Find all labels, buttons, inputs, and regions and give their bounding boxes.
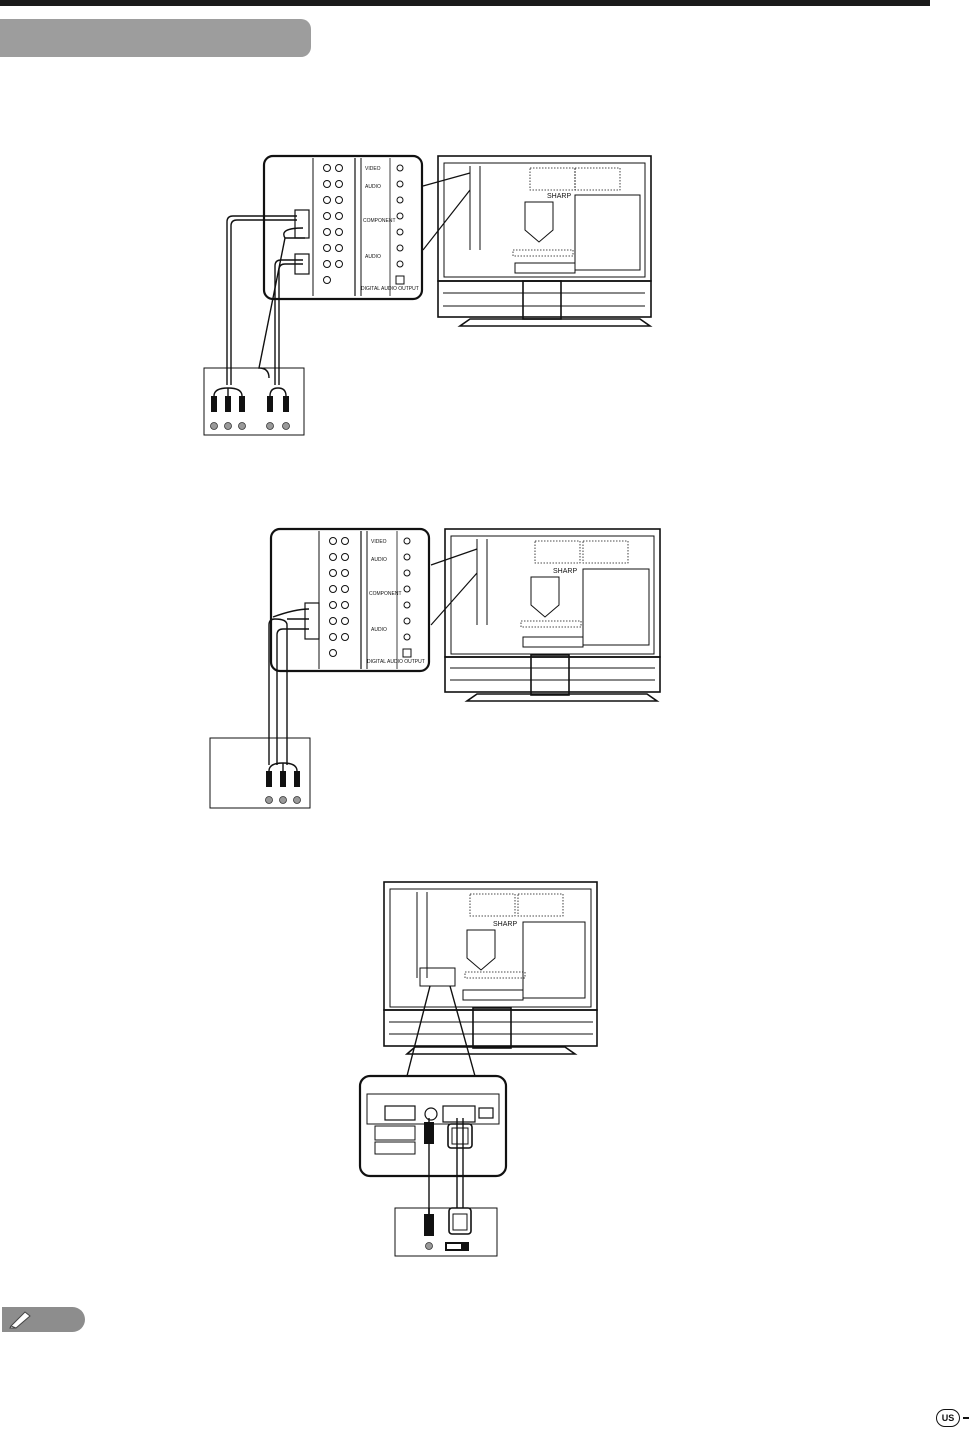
av-device-box-2 xyxy=(209,737,311,809)
figure-component-connection: SHARP xyxy=(203,154,653,436)
top-rule xyxy=(0,0,930,6)
figure-composite-connection: SHARP VIDEO xyxy=(209,527,661,809)
panel-label-audio2-2: AUDIO xyxy=(371,627,387,633)
panel-label-component-1: COMPONENT xyxy=(363,218,396,224)
panel-label-video-2: VIDEO xyxy=(371,539,387,545)
panel-label-digital-1: DIGITAL AUDIO OUTPUT xyxy=(361,286,419,292)
jack-panel-callout-2: VIDEO AUDIO COMPONENT AUDIO DIGITAL AUDI… xyxy=(269,527,478,673)
region-badge: US xyxy=(936,1409,960,1427)
av-device-box-1 xyxy=(203,367,305,436)
tv-rear-view-3: SHARP xyxy=(383,881,598,1055)
tv-brand-mark-1: SHARP xyxy=(547,193,571,200)
pencil-note-icon xyxy=(9,1311,31,1329)
panel-label-component-2: COMPONENT xyxy=(369,591,402,597)
figure-dvi-connection: SHARP xyxy=(358,881,598,1257)
note-badge xyxy=(2,1307,85,1332)
section-header-tab xyxy=(0,19,311,57)
tv-rear-view-1: SHARP xyxy=(437,155,653,327)
dvi-cables xyxy=(424,1118,473,1214)
panel-label-audio-2: AUDIO xyxy=(371,557,387,563)
jack-panel-callout-1: VIDEO AUDIO COMPONENT AUDIO DIGITAL AUDI… xyxy=(262,154,471,301)
tv-brand-mark-3: SHARP xyxy=(493,921,517,928)
page-marker: US xyxy=(936,1409,969,1427)
panel-label-digital-2: DIGITAL AUDIO OUTPUT xyxy=(367,659,425,665)
panel-label-audio2-1: AUDIO xyxy=(365,254,381,260)
tv-rear-view-2: SHARP xyxy=(444,528,661,702)
pc-device-box xyxy=(394,1207,498,1257)
page-dash xyxy=(963,1417,969,1419)
composite-cables-2 xyxy=(268,602,320,765)
tv-brand-mark-2: SHARP xyxy=(553,568,577,575)
panel-label-video-1: VIDEO xyxy=(365,166,381,172)
panel-label-audio-1: AUDIO xyxy=(365,184,381,190)
dvi-panel-callout xyxy=(358,985,508,1178)
component-cables-1 xyxy=(226,209,310,385)
